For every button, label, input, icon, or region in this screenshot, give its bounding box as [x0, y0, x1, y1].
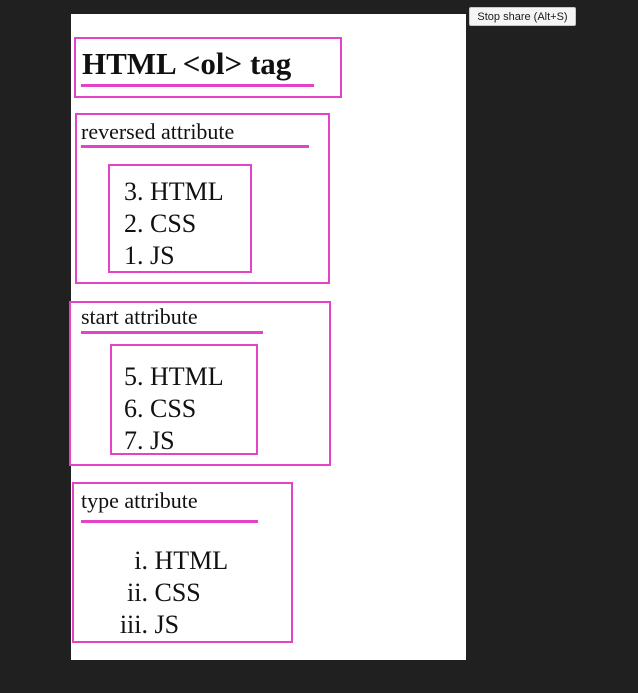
list-item: i. HTML: [134, 546, 229, 575]
start-underline: [81, 331, 263, 334]
start-section-box: [69, 301, 331, 466]
reversed-heading: reversed attribute: [81, 119, 235, 144]
list-item: ii. CSS: [127, 578, 201, 607]
list-item: 1. JS: [124, 241, 175, 270]
page-title: HTML <ol> tag: [82, 46, 292, 81]
list-item: 7. JS: [124, 426, 175, 455]
type-heading: type attribute: [81, 488, 198, 513]
list-item: 6. CSS: [124, 394, 197, 423]
type-underline: [81, 520, 258, 523]
list-item: 2. CSS: [124, 209, 197, 238]
title-underline: [81, 84, 314, 87]
reversed-section-box: [75, 113, 330, 284]
title-highlight-box: [74, 37, 342, 98]
type-section-box: [72, 482, 293, 643]
start-heading: start attribute: [81, 304, 198, 329]
list-item: 5. HTML: [124, 362, 224, 391]
start-list-box: [110, 344, 258, 455]
reversed-list-box: [108, 164, 252, 273]
list-item: iii. JS: [119, 610, 180, 639]
reversed-underline: [81, 145, 309, 148]
stop-share-tooltip[interactable]: Stop share (Alt+S): [469, 7, 576, 26]
list-item: 3. HTML: [124, 177, 224, 206]
